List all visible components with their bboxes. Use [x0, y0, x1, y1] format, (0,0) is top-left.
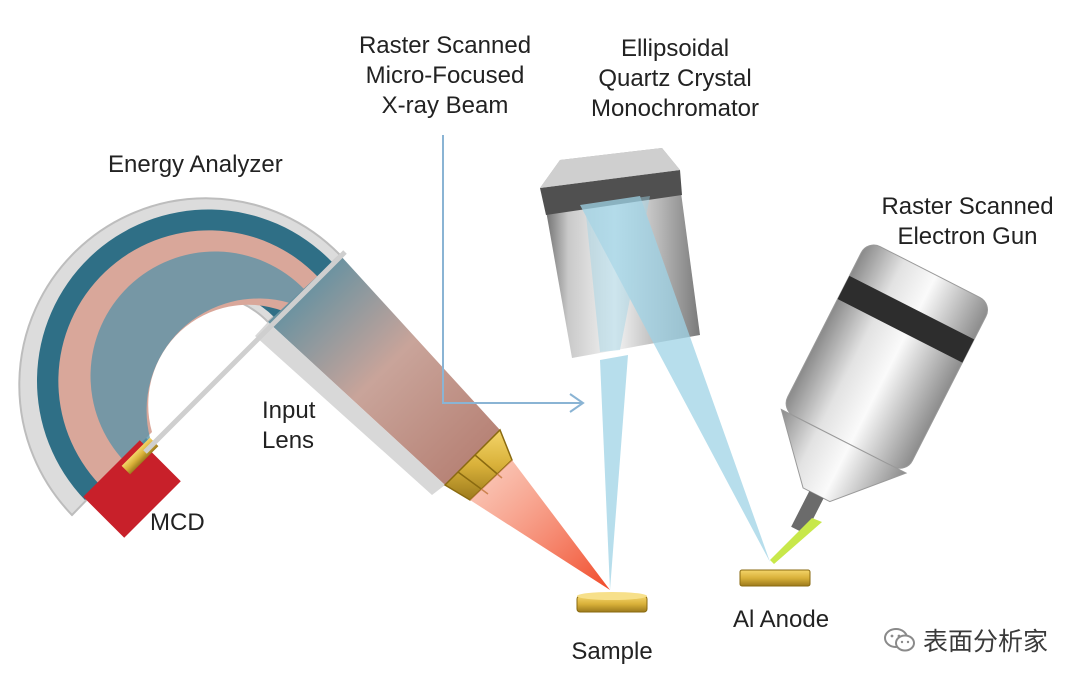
electron-beam — [770, 518, 822, 564]
label-energy-analyzer: Energy Analyzer — [108, 151, 283, 178]
energy-analyzer — [18, 197, 342, 538]
sample — [576, 592, 648, 613]
photoelectron-cone — [470, 460, 610, 590]
label-al-anode: Al Anode — [732, 606, 830, 633]
electron-gun — [780, 244, 988, 535]
xray-beam-pointer — [442, 135, 585, 413]
label-xray-beam: Raster Scanned Micro-Focused X-ray Beam — [358, 32, 532, 119]
wechat-icon — [883, 628, 915, 652]
label-sample: Sample — [571, 638, 653, 665]
label-monochromator: Ellipsoidal Quartz Crystal Monochromator — [590, 35, 760, 122]
label-input-lens: Input Lens — [262, 397, 316, 454]
watermark-text: 表面分析家 — [922, 627, 1048, 656]
xray-beams — [580, 196, 770, 590]
watermark: 表面分析家 — [883, 622, 1048, 658]
label-mcd: MCD — [150, 509, 205, 536]
al-anode — [739, 569, 811, 587]
label-electron-gun: Raster Scanned Electron Gun — [881, 193, 1054, 250]
